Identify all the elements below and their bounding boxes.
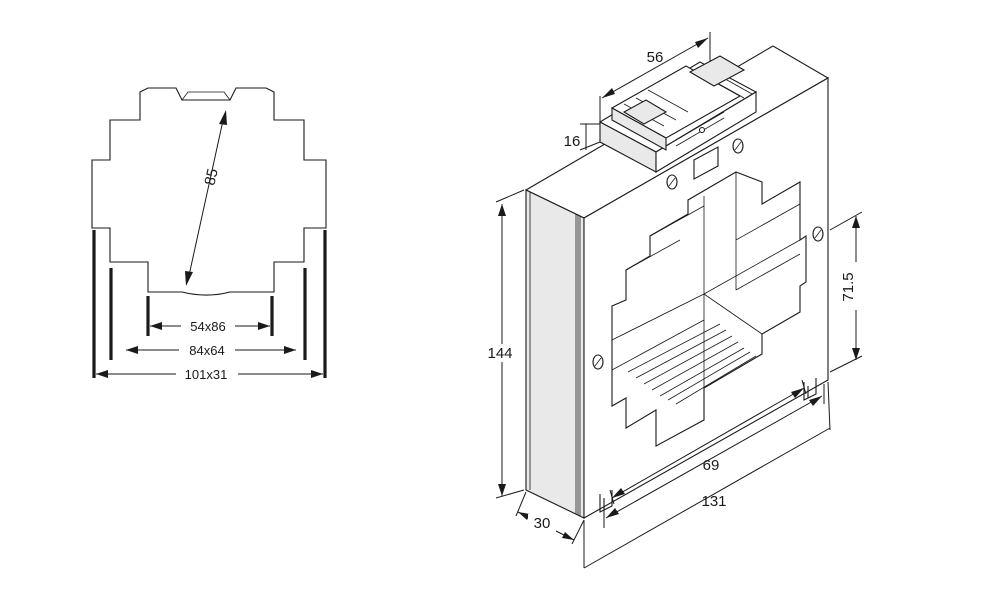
- front-view: 85 54x86 84x64 101x31: [91, 87, 327, 382]
- front-view-inner-label: 54x86: [190, 319, 225, 334]
- iso-nameplate: [693, 146, 719, 180]
- front-view-window-outline: [91, 87, 327, 296]
- front-view-middle-label: 84x64: [189, 343, 224, 358]
- front-view-diagonal-arrow-top: [219, 110, 227, 125]
- iso-dim-56-label: 56: [647, 49, 664, 66]
- iso-dim-144-label: 144: [487, 345, 512, 362]
- front-view-diagonal-dim-line: [187, 115, 225, 281]
- iso-window-inner-edges: [611, 172, 801, 420]
- iso-dim-71-5-label: 71.5: [840, 272, 857, 301]
- iso-screws: [592, 138, 824, 370]
- iso-body-side-face: [525, 189, 585, 519]
- front-view-middle-arrow-left: [126, 346, 138, 354]
- front-view-middle-arrow-right: [284, 346, 296, 354]
- front-view-inner-arrow-right: [258, 322, 270, 330]
- iso-dim-131-line: [605, 395, 823, 519]
- iso-window-floor-stripes: [627, 323, 757, 405]
- front-view-top-notch: [181, 91, 231, 101]
- front-view-outer-arrow-right: [311, 370, 323, 378]
- iso-dim-69-label: 69: [703, 457, 720, 474]
- front-view-inner-arrow-left: [150, 322, 162, 330]
- iso-dim-131-label: 131: [701, 493, 726, 510]
- iso-view: 56 16 144 71.5 69: [478, 32, 863, 569]
- iso-dim-16-label: 16: [564, 133, 581, 150]
- iso-dim-56-line: [601, 37, 709, 99]
- iso-window-outline: [611, 171, 807, 447]
- iso-body-side-stripes: [529, 192, 581, 516]
- front-view-outer-arrow-left: [96, 370, 108, 378]
- front-view-diagonal-arrow-bottom: [185, 271, 193, 286]
- front-view-outer-label: 101x31: [185, 367, 228, 382]
- front-view-diagonal-label: 85: [201, 167, 221, 187]
- iso-dim-69-line: [611, 387, 805, 499]
- iso-dim-30-label: 30: [534, 515, 551, 532]
- iso-terminal-block: [598, 55, 758, 173]
